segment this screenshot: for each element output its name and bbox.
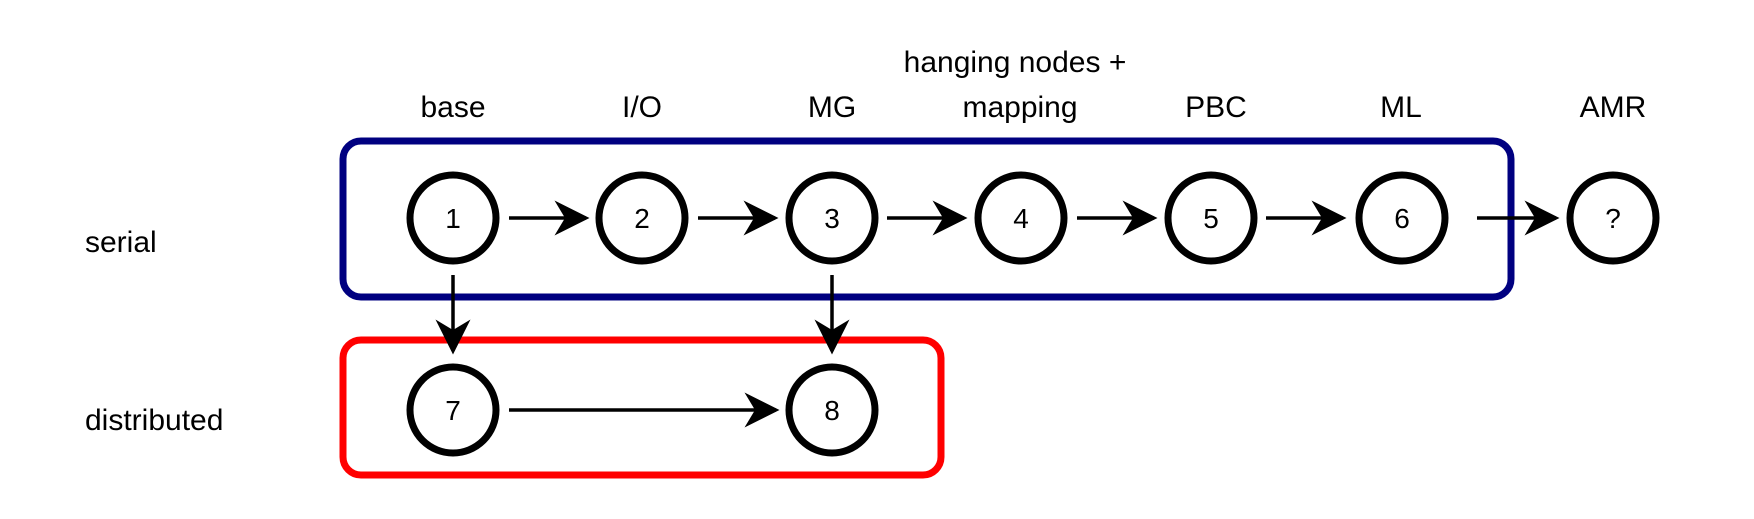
node-3-label: 3	[824, 203, 840, 234]
node-amr: ?	[1566, 171, 1660, 265]
node-8: 8	[785, 363, 879, 457]
node-1-label: 1	[445, 203, 461, 234]
node-6: 6	[1355, 171, 1449, 265]
column-label-hanging-nodes: hanging nodes +	[904, 46, 1127, 79]
node-7: 7	[406, 363, 500, 457]
node-4-label: 4	[1013, 203, 1029, 234]
column-label-ml: ML	[1380, 91, 1422, 124]
column-label-mapping: mapping	[962, 91, 1077, 124]
node-4: 4	[974, 171, 1068, 265]
node-5: 5	[1164, 171, 1258, 265]
node-5-label: 5	[1203, 203, 1219, 234]
column-label-pbc: PBC	[1185, 91, 1247, 124]
node-3: 3	[785, 171, 879, 265]
node-7-label: 7	[445, 395, 461, 426]
node-6-label: 6	[1394, 203, 1410, 234]
column-label-base: base	[420, 91, 485, 124]
column-label-amr: AMR	[1580, 91, 1647, 124]
node-2: 2	[595, 171, 689, 265]
distributed-group-box	[339, 336, 945, 479]
column-label-mg: MG	[808, 91, 856, 124]
row-label-serial: serial	[85, 226, 157, 259]
node-2-label: 2	[634, 203, 650, 234]
row-label-distributed: distributed	[85, 404, 223, 437]
node-1: 1	[406, 171, 500, 265]
column-label-io: I/O	[622, 91, 662, 124]
node-amr-label: ?	[1605, 203, 1621, 234]
node-8-label: 8	[824, 395, 840, 426]
